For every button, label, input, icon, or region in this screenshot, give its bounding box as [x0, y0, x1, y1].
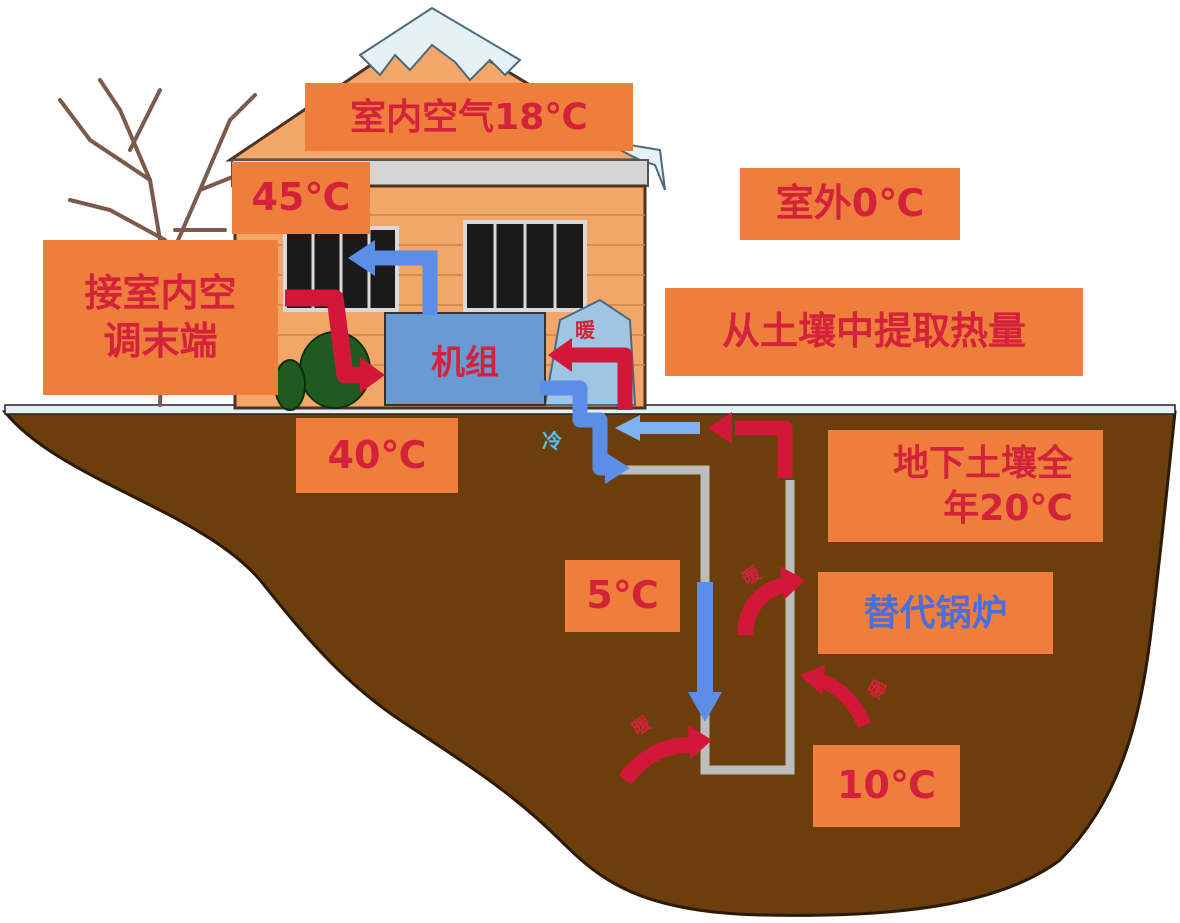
heat-pump-unit-label: 机组 [431, 343, 499, 383]
supply-temp-text: 45℃ [251, 175, 351, 220]
eave-snow [599, 139, 666, 191]
bush-small [274, 359, 306, 411]
soil-temp-label: 地下土壤全 年20℃ [828, 430, 1103, 542]
terminal-label: 接室内空 调末端 [43, 240, 278, 395]
replace-boiler-label: 替代锅炉 [818, 572, 1053, 654]
return-temp-text: 40℃ [327, 432, 427, 477]
soil-temp-text-line2: 年20℃ [943, 488, 1073, 529]
loop-warm-temp-label: 10℃ [813, 745, 960, 827]
replace-boiler-text: 替代锅炉 [863, 592, 1008, 634]
extract-heat-label: 从土壤中提取热量 [665, 288, 1083, 376]
roof-snow [358, 6, 522, 82]
indoor-air-text: 室内空气18℃ [350, 96, 588, 138]
ground-loop-pipe [620, 465, 795, 775]
warm-arrow-up-loop-head [708, 412, 732, 444]
loop-cold-temp-text: 5℃ [586, 573, 659, 618]
supply-temp-label: 45℃ [232, 162, 370, 234]
warm-marker-unit: 暖 [575, 318, 595, 342]
heat-inflow-arrow-2 [737, 577, 788, 636]
loop-cold-temp-label: 5℃ [565, 560, 680, 632]
extract-heat-text: 从土壤中提取热量 [721, 309, 1026, 354]
heat-inflow-arrow-3 [817, 673, 872, 729]
warm-arrow-into-unit [285, 289, 365, 384]
cold-arrow-out-head [348, 240, 375, 276]
outdoor-temp-label: 室外0℃ [740, 168, 960, 240]
indoor-air-label: 室内空气18℃ [305, 83, 633, 151]
outdoor-temp-text: 室外0℃ [775, 181, 925, 226]
soil-temp-text-line1: 地下土壤全 [892, 443, 1073, 484]
cold-marker: 冷 [542, 429, 562, 453]
loop-warm-temp-text: 10℃ [837, 763, 936, 808]
cold-arrow-ground-head [605, 452, 630, 484]
cold-arrow-down-head [688, 692, 722, 722]
warm-arrow-up-loop [735, 420, 793, 478]
return-temp-label: 40℃ [296, 418, 458, 493]
house-window-right [463, 220, 587, 312]
warm-arrow-from-ground-head [548, 338, 572, 372]
heat-inflow-arrow-1 [618, 737, 691, 785]
terminal-text-line1: 接室内空 [84, 271, 237, 315]
heat-pump-unit-box [384, 312, 546, 406]
warm-arrow-into-unit-head [360, 357, 385, 393]
warm-arrow-from-ground [572, 347, 633, 410]
cold-arrow-out-of-unit [368, 250, 438, 315]
cold-arrow-horizontal-head [615, 415, 640, 441]
cold-arrow-unit-to-ground [540, 380, 610, 476]
terminal-text-line2: 调末端 [103, 318, 218, 363]
